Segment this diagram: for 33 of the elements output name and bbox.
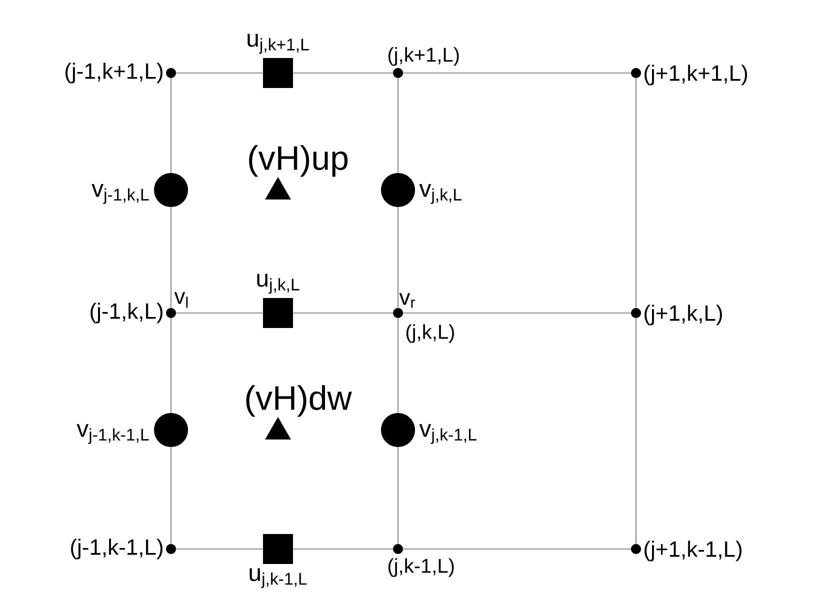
grid-line (292, 72, 394, 74)
grid-line (170, 446, 172, 544)
coordinate-label: (j,k-1,L) (388, 558, 454, 577)
coordinate-label: (j,k,L) (406, 324, 454, 343)
grid-line (176, 72, 264, 74)
variable-label: v$_{j-1,k,L}$ (92, 184, 149, 204)
variable-label: u$_{j,k-1,L}$ (250, 568, 307, 588)
variable-label: v$_{j,k-1,L}$ (419, 424, 476, 444)
flux-label: (vH)dw (246, 385, 352, 417)
point-label: v$_{r}$ (399, 293, 416, 308)
coordinate-label: (j+1,k,L) (644, 304, 722, 326)
coordinate-label: (j,k+1,L) (388, 47, 459, 66)
point-label: v$_{l}$ (174, 292, 188, 308)
grid-line (292, 548, 394, 550)
flux-label: (vH)up (249, 145, 348, 177)
variable-label: u$_{j,k+1,L}$ (248, 34, 309, 54)
coordinate-label: (j-1,k-1,L) (71, 538, 162, 560)
grid-line (170, 318, 172, 414)
coordinate-label: (j+1,k-1,L) (644, 540, 742, 562)
grid-line (292, 312, 394, 314)
coordinate-label: (j-1,k,L) (90, 302, 162, 324)
grid-line (176, 548, 264, 550)
grid-line (402, 312, 632, 314)
coordinate-label: (j+1,k+1,L) (644, 64, 747, 86)
variable-label: u$_{j,k,L}$ (257, 274, 300, 294)
grid-line (176, 312, 264, 314)
grid-line (170, 78, 172, 174)
coordinate-label: (j-1,k+1,L) (66, 62, 162, 84)
variable-label: v$_{j-1,k-1,L}$ (76, 424, 149, 444)
grid-line (402, 72, 632, 74)
variable-label: v$_{j,k,L}$ (419, 184, 462, 204)
grid-line (402, 548, 632, 550)
grid-line (170, 206, 172, 308)
